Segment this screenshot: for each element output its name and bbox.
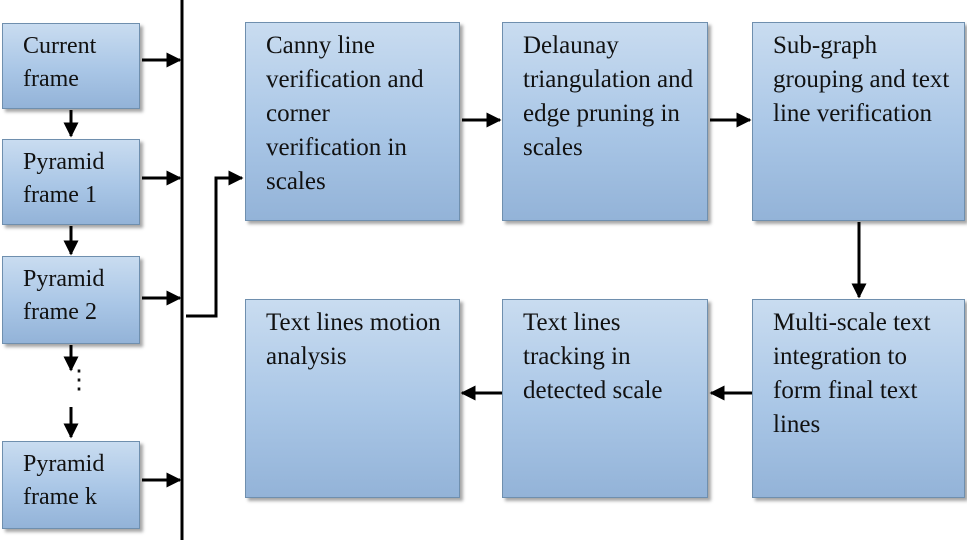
tracking-label: Text lines tracking in detected scale [523, 309, 663, 404]
multiscale-integration-label: Multi-scale text integration to form fin… [773, 309, 931, 438]
canny-verification-label: Canny line verification and corner verif… [266, 32, 424, 195]
ellipsis: ⋮ [66, 365, 92, 394]
motion-analysis-box: Text lines motion analysis [245, 299, 460, 498]
delaunay-triangulation-box: Delaunay triangulation and edge pruning … [502, 22, 708, 221]
multiscale-integration-box: Multi-scale text integration to form fin… [752, 299, 965, 498]
pyramid-frame-2-box: Pyramid frame 2 [2, 256, 140, 344]
delaunay-triangulation-label: Delaunay triangulation and edge pruning … [523, 32, 694, 161]
tracking-box: Text lines tracking in detected scale [502, 299, 708, 498]
subgraph-grouping-box: Sub-graph grouping and text line verific… [752, 22, 965, 221]
pyramid-frame-k-box: Pyramid frame k [2, 441, 140, 529]
pyramid-frame-2-label: Pyramid frame 2 [23, 266, 105, 325]
motion-analysis-label: Text lines motion analysis [266, 309, 441, 370]
current-frame-box: Current frame [2, 23, 140, 109]
pyramid-frame-k-label: Pyramid frame k [23, 451, 105, 510]
canny-verification-box: Canny line verification and corner verif… [245, 22, 460, 221]
pyramid-frame-1-label: Pyramid frame 1 [23, 149, 105, 208]
arrow-line-to-canny [186, 170, 244, 318]
subgraph-grouping-label: Sub-graph grouping and text line verific… [773, 32, 950, 127]
current-frame-label: Current frame [23, 33, 97, 92]
pyramid-frame-1-box: Pyramid frame 1 [2, 139, 140, 225]
